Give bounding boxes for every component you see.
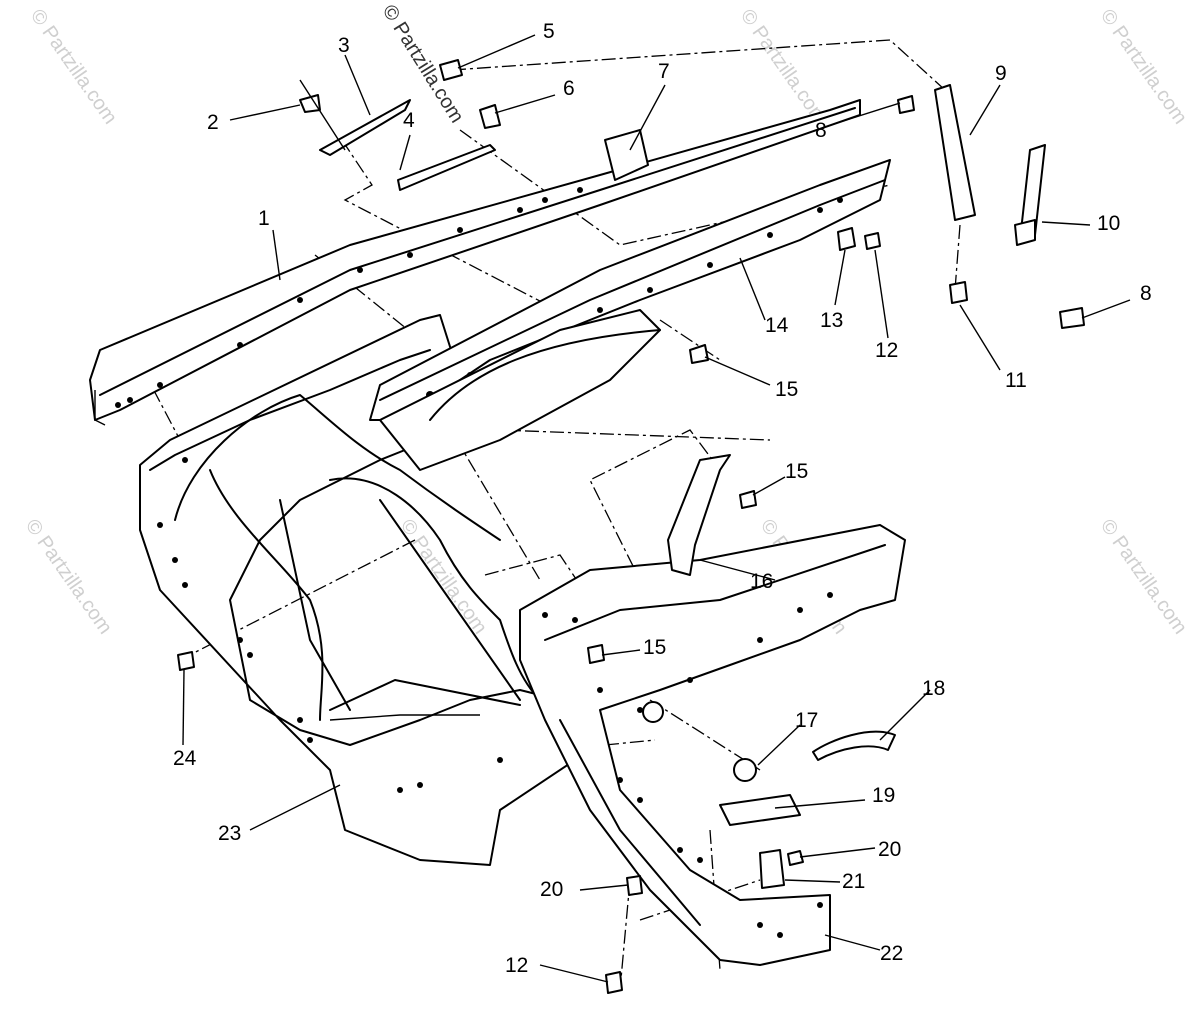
callout-16: 16 <box>750 570 773 593</box>
small-parts <box>177 59 1085 994</box>
watermark-2: © Partzilla.com <box>736 5 831 128</box>
callout-15b: 15 <box>785 460 808 483</box>
callout-22: 22 <box>880 942 903 965</box>
callout-15a: 15 <box>775 378 798 401</box>
callout-9: 9 <box>995 62 1007 85</box>
callout-14: 14 <box>765 314 789 337</box>
callout-8a: 8 <box>815 119 827 142</box>
watermark-3: © Partzilla.com <box>1096 5 1191 128</box>
callout-2: 2 <box>207 111 219 134</box>
callout-11: 11 <box>1005 369 1027 392</box>
callout-12a: 12 <box>875 339 898 362</box>
callout-10: 10 <box>1097 212 1120 235</box>
watermark-1: © Partzilla.com <box>26 5 121 128</box>
front-center-panel <box>379 309 661 471</box>
callout-20a: 20 <box>878 838 901 861</box>
callout-1: 1 <box>258 207 270 230</box>
callout-labels: 1 2 3 4 5 6 7 8 8 9 10 11 12 12 13 14 15… <box>173 20 1152 977</box>
callout-8b: 8 <box>1140 282 1152 305</box>
callout-17: 17 <box>795 709 818 732</box>
callout-6: 6 <box>563 77 575 100</box>
callout-24: 24 <box>173 747 197 770</box>
callout-19: 19 <box>872 784 895 807</box>
watermark-7: © Partzilla.com <box>1096 515 1191 638</box>
callout-7: 7 <box>658 60 670 83</box>
callout-20b: 20 <box>540 878 563 901</box>
callout-21: 21 <box>842 870 865 893</box>
callout-12b: 12 <box>505 954 528 977</box>
part-22-right-panel <box>519 524 906 966</box>
callout-3: 3 <box>338 34 350 57</box>
callout-23: 23 <box>218 822 241 845</box>
leader-lines <box>182 34 1131 983</box>
callout-18: 18 <box>922 677 945 700</box>
callout-13: 13 <box>820 309 843 332</box>
part-1-top-rail <box>89 99 861 426</box>
callout-4: 4 <box>403 109 415 132</box>
part-14-front-rail <box>369 159 891 421</box>
watermark-5: © Partzilla.com <box>396 515 491 638</box>
watermark-4: © Partzilla.com <box>21 515 116 638</box>
callout-15c: 15 <box>643 636 666 659</box>
callout-5: 5 <box>543 20 555 43</box>
